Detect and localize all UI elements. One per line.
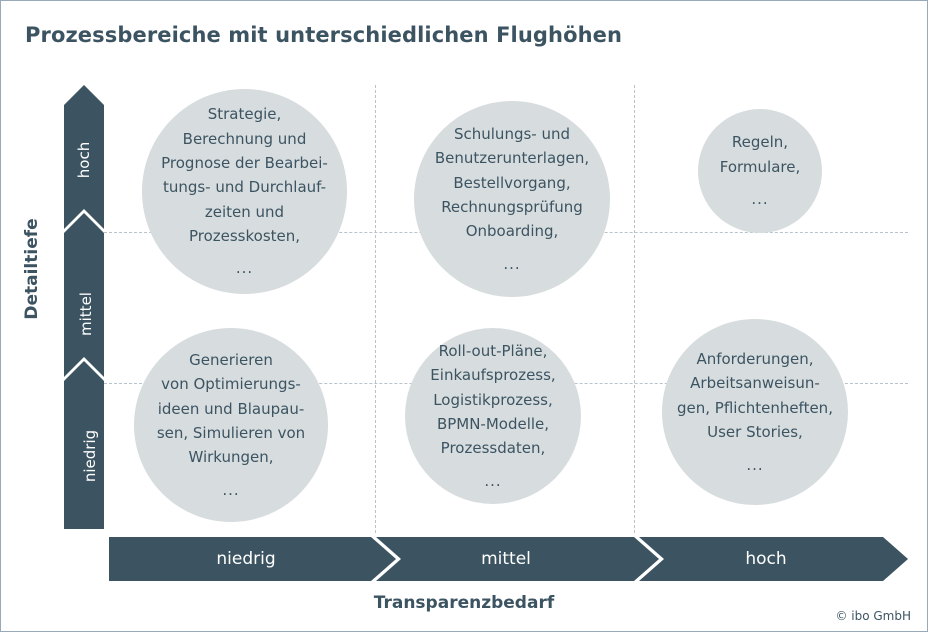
copyright-notice: © ibo GmbH: [835, 609, 911, 623]
y-axis-arrow: [64, 85, 104, 529]
bubble-ellipsis: ...: [746, 455, 764, 474]
x-axis-arrow: [109, 537, 908, 581]
bubble-text: Roll-out-Pläne,Einkaufsprozess,Logistikp…: [430, 341, 556, 458]
gridline-vertical-1: [375, 85, 376, 533]
x-axis-title: Transparenzbedarf: [373, 593, 555, 613]
bubble-text: Anforderungen,Arbeitsanweisun-gen, Pflic…: [677, 350, 833, 442]
gridline-vertical-2: [634, 85, 635, 533]
bubble-ellipsis: ...: [751, 190, 769, 209]
y-axis-title: Detailtiefe: [22, 218, 42, 320]
bubble-rollout-plaene: Roll-out-Pläne,Einkaufsprozess,Logistikp…: [405, 328, 581, 504]
bubble-ellipsis: ...: [503, 254, 521, 273]
bubble-ellipsis: ...: [222, 480, 240, 499]
bubble-ellipsis: ...: [484, 471, 502, 490]
bubble-regeln-formulare: Regeln,Formulare, ...: [698, 109, 822, 233]
bubble-text: Regeln,Formulare,: [719, 133, 801, 176]
page-title: Prozessbereiche mit unterschiedlichen Fl…: [25, 23, 623, 47]
bubble-ellipsis: ...: [235, 259, 254, 278]
bubble-anforderungen: Anforderungen,Arbeitsanweisun-gen, Pflic…: [662, 319, 848, 505]
